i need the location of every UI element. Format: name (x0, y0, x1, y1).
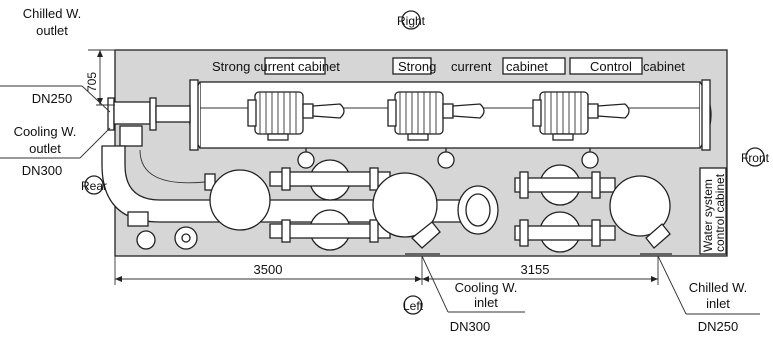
dimension-right-length: 3155 (521, 262, 550, 277)
cabinet-control-word2: cabinet (643, 59, 685, 74)
cabinet-middle-word3: cabinet (506, 59, 548, 74)
cooling-outlet-line1: Cooling W. (14, 124, 77, 139)
direction-left: Left (403, 299, 424, 313)
direction-right: Right (397, 14, 426, 28)
chilled-outlet-callout: Chilled W. outlet DN250 (0, 6, 111, 113)
pump-group-left (209, 159, 438, 251)
direction-rear: Rear (81, 179, 107, 193)
chilled-inlet-line1: Chilled W. (689, 280, 748, 295)
direction-left-mark: Left (403, 295, 424, 315)
water-system-label-2: control cabinet (713, 173, 727, 252)
cooling-outlet-callout: Cooling W. outlet DN300 (0, 124, 111, 178)
pump-group-right (514, 164, 671, 253)
cabinet-middle-word2: current (451, 59, 492, 74)
direction-right-mark: Right (397, 10, 426, 30)
chilled-inlet-callout: Chilled W. inlet DN250 (657, 255, 760, 334)
cooling-outlet-size: DN300 (22, 163, 62, 178)
chilled-inlet-line2: inlet (706, 296, 730, 311)
direction-front-mark: Front (741, 147, 770, 167)
cooling-inlet-line1: Cooling W. (455, 280, 518, 295)
dimension-width-label: 705 (85, 72, 99, 92)
cabinet-control-word1: Control (590, 59, 632, 74)
motor-2 (387, 91, 485, 169)
cabinet-strong-left: Strong current cabinet (212, 57, 340, 75)
water-system-label-1: Water system (701, 179, 715, 252)
dimension-length: 3500 3155 (114, 256, 659, 285)
chilled-inlet-size: DN250 (698, 319, 738, 334)
cabinet-strong-middle: Strong current cabinet (392, 57, 566, 75)
direction-rear-mark: Rear (81, 175, 107, 195)
inlet-pipes (405, 221, 672, 255)
cabinet-middle-word1: Strong (398, 59, 436, 74)
cabinet-strong-left-label: Strong current cabinet (212, 59, 340, 74)
chilled-outlet-line1: Chilled W. (23, 6, 82, 21)
cooling-inlet-line2: inlet (474, 295, 498, 310)
dimension-left-length: 3500 (254, 262, 283, 277)
direction-front: Front (741, 151, 770, 165)
small-equipment (127, 211, 198, 250)
cabinet-control: Control cabinet (569, 57, 685, 75)
chilled-outlet-line2: outlet (36, 23, 68, 38)
cooling-outlet-line2: outlet (29, 141, 61, 156)
motor-3 (532, 91, 630, 169)
dimension-width: 705 (85, 49, 115, 106)
motor-1 (247, 91, 345, 169)
water-system-cabinet: Water system control cabinet (699, 167, 727, 255)
chilled-outlet-size: DN250 (32, 91, 72, 106)
cooling-inlet-callout: Cooling W. inlet DN300 (421, 255, 525, 334)
cooling-inlet-size: DN300 (450, 319, 490, 334)
outlet-pipes (107, 97, 191, 147)
